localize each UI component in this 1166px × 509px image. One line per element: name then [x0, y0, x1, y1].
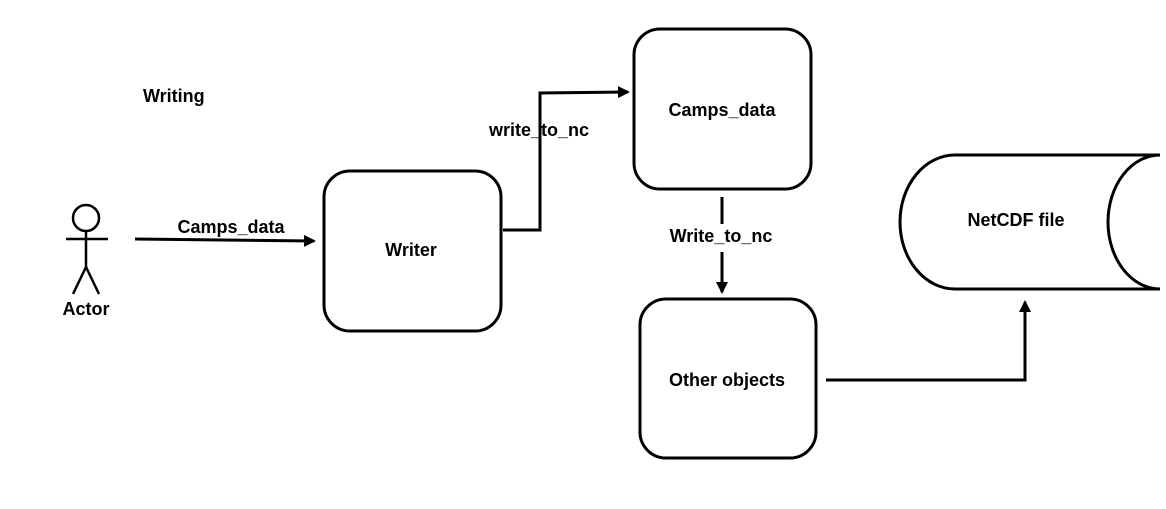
other-objects-node-label: Other objects — [669, 370, 785, 390]
writer-to-camps-data-label: write_to_nc — [488, 120, 589, 140]
writer-node — [322, 169, 503, 333]
actor-label: Actor — [62, 299, 109, 319]
other-objects-node — [638, 297, 818, 460]
diagram-title: Writing — [143, 86, 205, 106]
writer-to-camps-data-arrow — [503, 86, 630, 232]
camps-data-node-label: Camps_data — [668, 100, 776, 120]
actor-to-writer-label: Camps_data — [177, 217, 285, 237]
netcdf-file-label: NetCDF file — [967, 210, 1064, 230]
actor-head — [71, 203, 101, 233]
netcdf-file-cylinder — [898, 153, 1161, 291]
camps-data-node — [632, 27, 813, 191]
writer-node-label: Writer — [385, 240, 437, 260]
camps-data-to-other-objects-label: Write_to_nc — [670, 226, 773, 246]
actor-to-writer-arrow — [134, 234, 316, 247]
actor-figure — [66, 203, 108, 295]
other-objects-to-netcdf-arrow — [826, 300, 1031, 382]
netcdf-file-end-cap — [1106, 153, 1161, 291]
actor-left-leg — [71, 266, 88, 295]
netcdf-file-body — [898, 153, 1160, 291]
actor-right-leg — [84, 266, 101, 295]
